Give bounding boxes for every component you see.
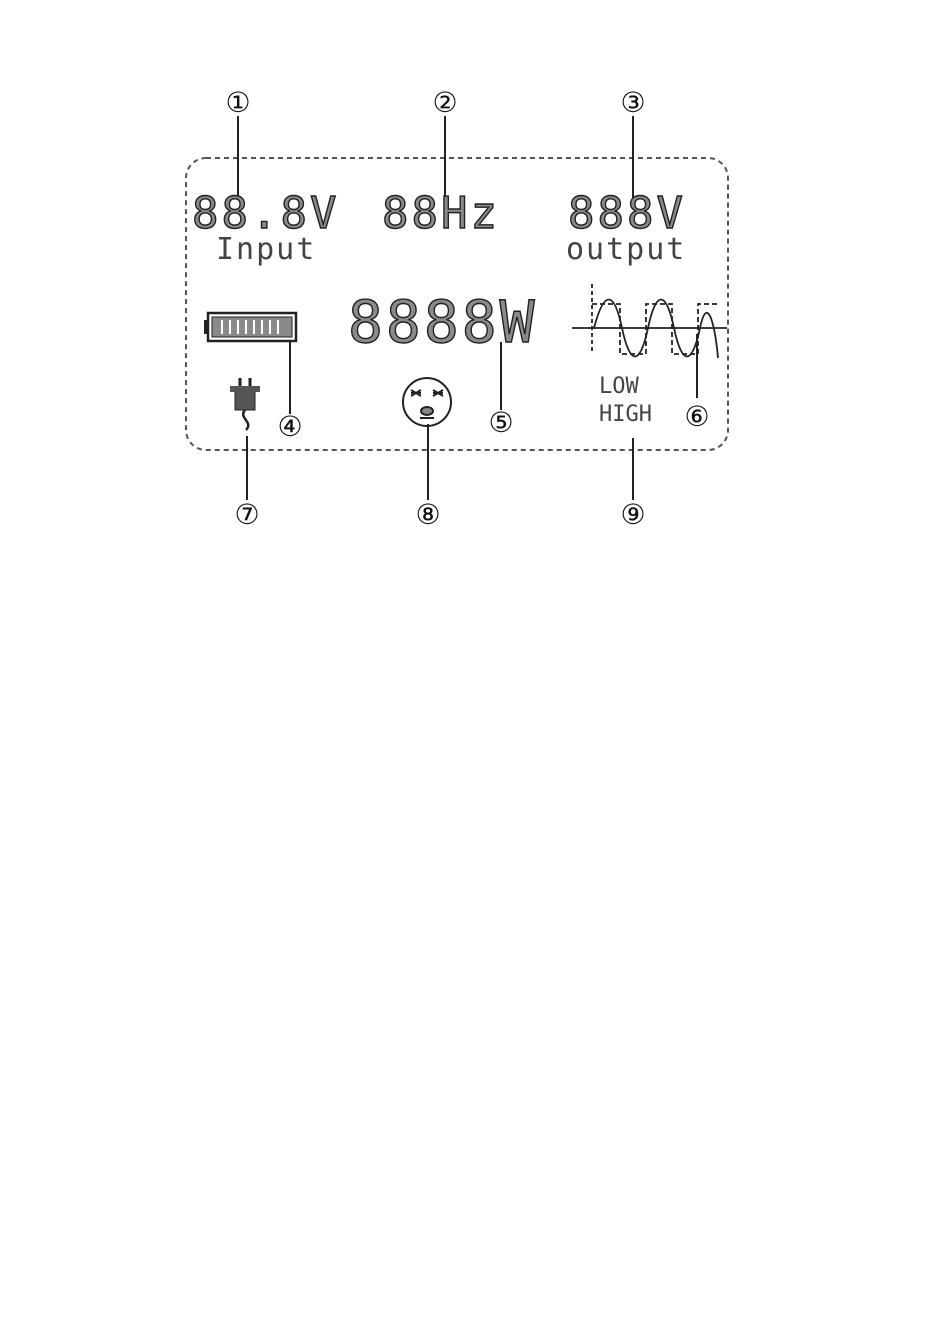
callout-1: ① bbox=[221, 88, 255, 118]
callout-7: ⑦ bbox=[230, 500, 264, 530]
load-low-label: LOW bbox=[599, 374, 639, 399]
waveform-icon bbox=[572, 284, 727, 358]
input-label: Input bbox=[216, 232, 316, 267]
callout-6: ⑥ bbox=[680, 402, 714, 432]
load-high-label: HIGH bbox=[599, 402, 652, 427]
callout-2: ② bbox=[428, 88, 462, 118]
callout-4: ④ bbox=[273, 412, 307, 442]
power-reading: 8888W bbox=[348, 288, 538, 356]
frequency-reading: 88Hz bbox=[382, 188, 500, 239]
ac-plug-icon bbox=[230, 378, 260, 430]
callout-3: ③ bbox=[616, 88, 650, 118]
lcd-diagram: ① ② ③ ④ ⑤ ⑥ ⑦ ⑧ ⑨ 88.8V Input 88Hz 888V … bbox=[152, 72, 750, 540]
callout-8: ⑧ bbox=[411, 500, 445, 530]
callout-9: ⑨ bbox=[616, 500, 650, 530]
callout-5: ⑤ bbox=[484, 408, 518, 438]
battery-level-icon bbox=[204, 313, 296, 341]
face-status-icon bbox=[403, 378, 451, 426]
output-label: output bbox=[566, 232, 686, 267]
